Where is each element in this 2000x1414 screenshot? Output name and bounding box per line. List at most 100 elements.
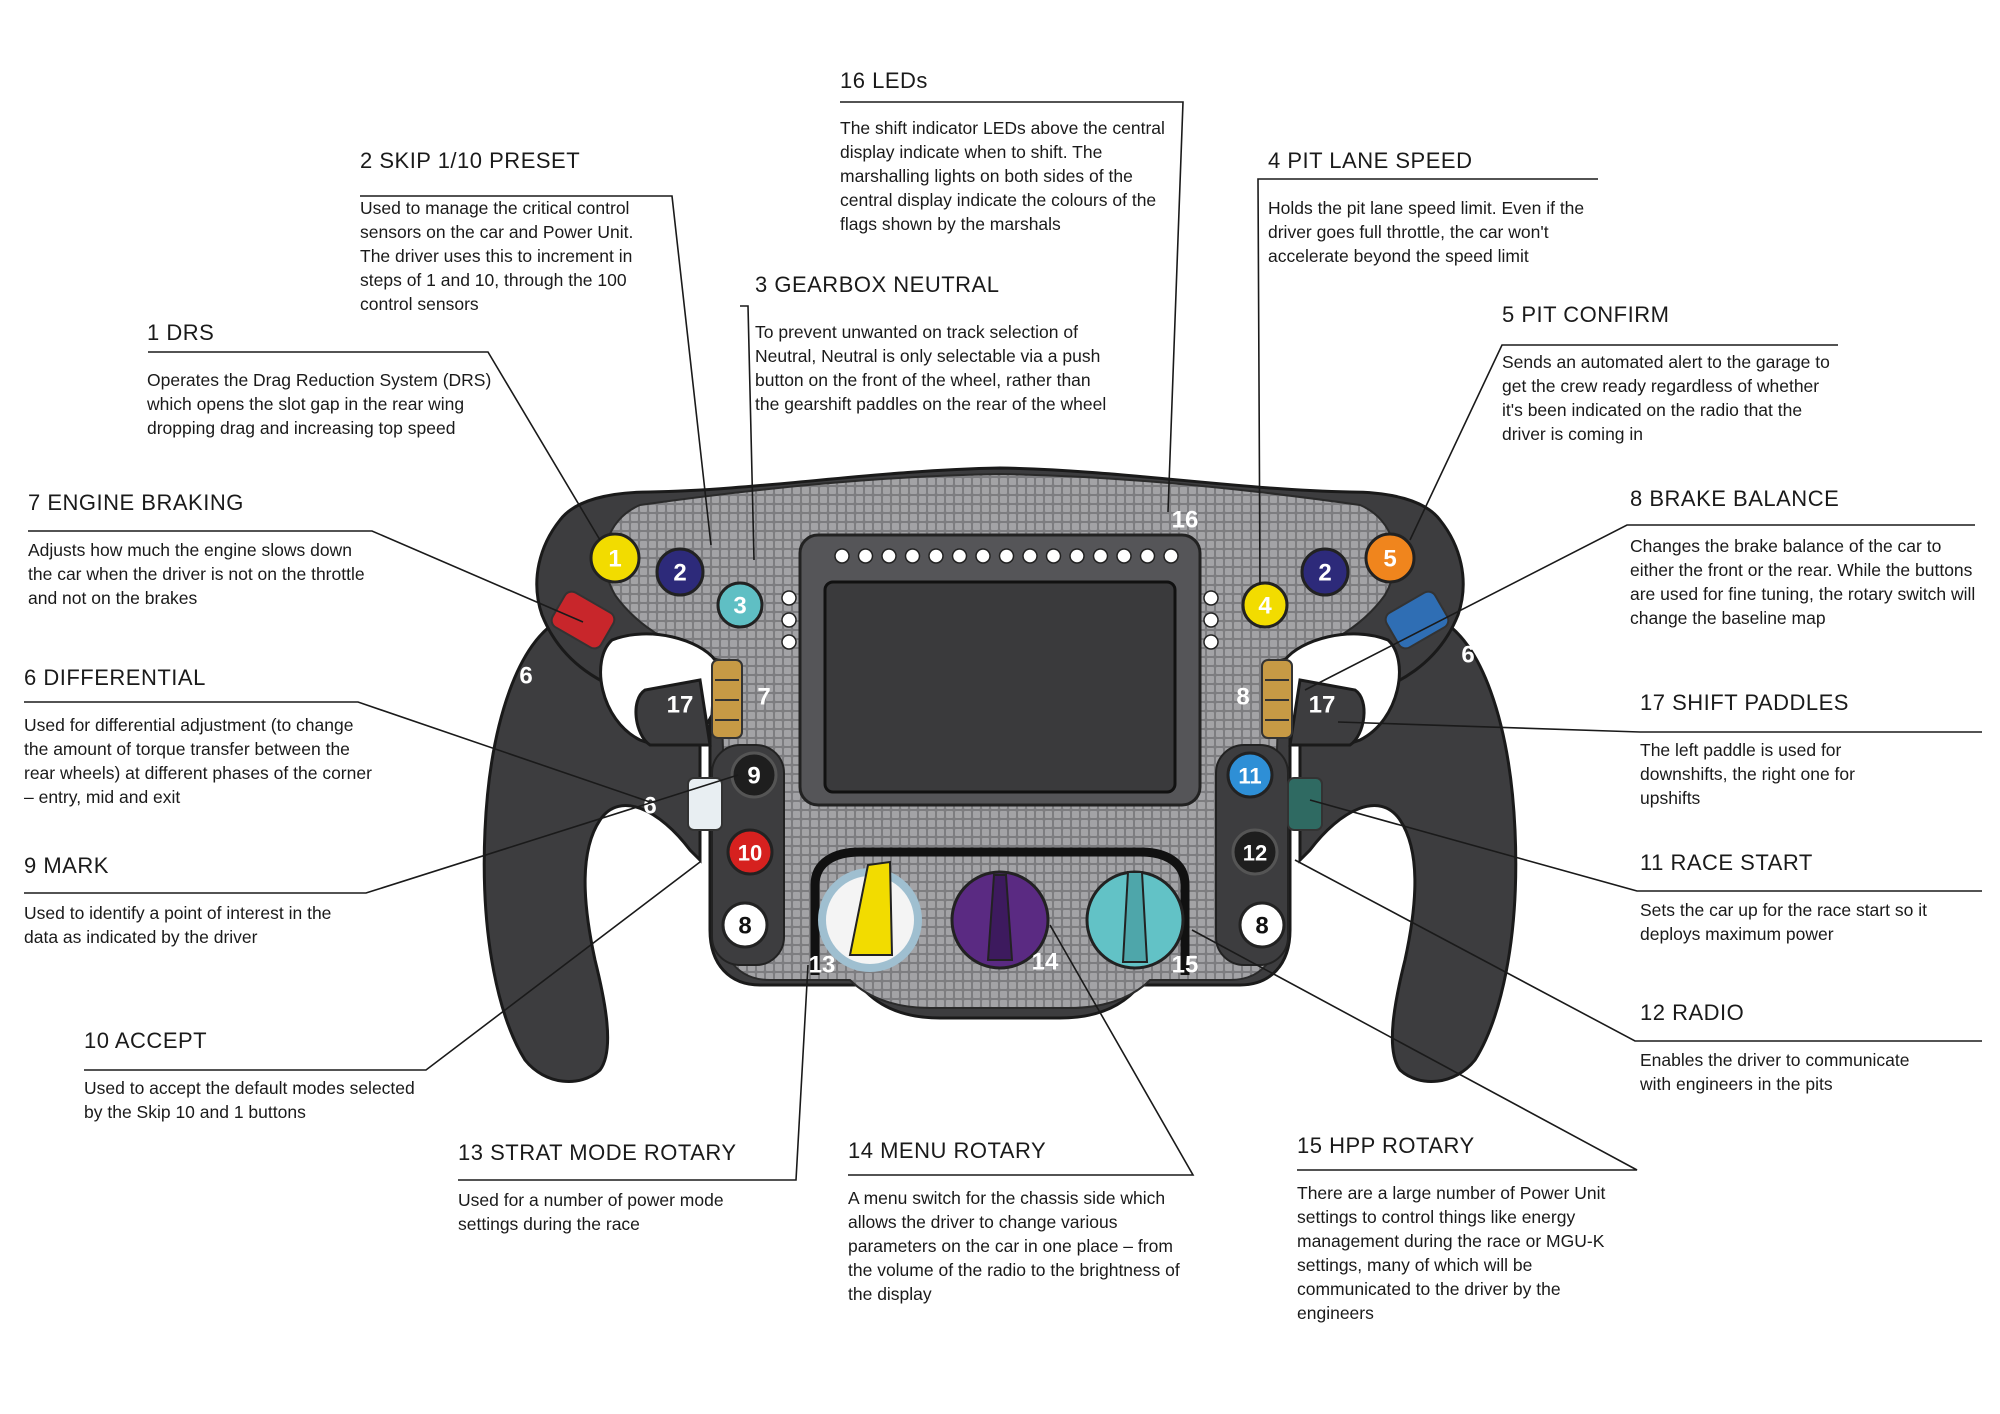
label-6-left: 6 — [643, 793, 656, 820]
shift-led — [1069, 548, 1085, 564]
strat-mode-rotary-13[interactable] — [818, 860, 922, 972]
shift-led — [881, 548, 897, 564]
label-10: 10 — [738, 841, 762, 866]
label-2-left: 2 — [673, 560, 686, 587]
differential-encoder-6-right[interactable] — [1383, 589, 1451, 652]
label-6-topleft: 6 — [519, 663, 532, 690]
callout-desc: Changes the brake balance of the car to … — [1630, 536, 1976, 628]
skip-button-2-left[interactable] — [655, 547, 705, 597]
shift-led — [951, 548, 968, 564]
callout-title: 6 DIFFERENTIAL — [24, 665, 206, 690]
callout-desc: Used for a number of power mode settings… — [458, 1190, 724, 1234]
marshalling-led — [1203, 634, 1219, 650]
label-1: 1 — [608, 546, 621, 573]
label-11: 11 — [1238, 764, 1261, 789]
shift-led — [975, 548, 991, 564]
callout-desc: Operates the Drag Reduction System (DRS)… — [147, 370, 492, 438]
callout-desc: There are a large number of Power Unit s… — [1297, 1183, 1606, 1323]
hpp-rotary-15[interactable] — [1085, 870, 1185, 970]
rotary-well — [810, 847, 1190, 975]
pit-confirm-button-5[interactable] — [1364, 532, 1416, 584]
shift-led — [928, 548, 944, 564]
callout-title: 11 RACE START — [1640, 850, 1813, 875]
callout-desc: Used to identify a point of interest in … — [24, 903, 332, 947]
callout-differential: 6 DIFFERENTIAL Used for differential adj… — [24, 665, 374, 809]
label-15: 15 — [1172, 952, 1199, 979]
button-8-right[interactable] — [1238, 901, 1286, 949]
callout-desc: Used to manage the critical control sens… — [360, 198, 634, 314]
race-start-encoder[interactable] — [1287, 777, 1323, 831]
callout-desc: Enables the driver to communicate with e… — [1640, 1050, 1910, 1094]
callout-desc: A menu switch for the chassis side which… — [848, 1188, 1180, 1304]
neutral-button-3[interactable] — [716, 581, 764, 629]
pit-lane-button-4[interactable] — [1241, 581, 1289, 629]
brake-balance-encoder-8[interactable] — [1261, 659, 1293, 739]
callout-desc: Sends an automated alert to the garage t… — [1502, 352, 1830, 444]
differential-encoder-6-topleft[interactable] — [549, 589, 617, 652]
callout-title: 10 ACCEPT — [84, 1028, 208, 1053]
central-display — [823, 580, 1177, 794]
callout-hpp: 15 HPP ROTARY There are a large number o… — [1297, 1133, 1627, 1325]
callout-desc: Adjusts how much the engine slows down t… — [28, 540, 365, 608]
callout-title: 2 SKIP 1/10 PRESET — [360, 148, 581, 173]
callout-menu: 14 MENU ROTARY A menu switch for the cha… — [848, 1138, 1193, 1306]
callout-title: 17 SHIFT PADDLES — [1640, 690, 1849, 715]
callout-title: 12 RADIO — [1640, 1000, 1745, 1025]
label-4: 4 — [1258, 593, 1272, 620]
race-start-button-11[interactable] — [1226, 751, 1274, 799]
shift-led-row — [834, 548, 1179, 564]
paddle-17-right — [1288, 678, 1366, 747]
mark-button-9[interactable] — [730, 751, 778, 799]
label-7: 7 — [757, 684, 770, 711]
callout-desc: Used for differential adjustment (to cha… — [24, 715, 372, 807]
label-3: 3 — [733, 593, 746, 620]
shift-led — [1092, 548, 1109, 564]
callout-radio: 12 RADIO Enables the driver to communica… — [1640, 1000, 1940, 1096]
label-17-right: 17 — [1309, 692, 1336, 719]
marshalling-led — [1203, 590, 1219, 606]
label-8-encoder: 8 — [1236, 684, 1249, 711]
callout-pitlane: 4 PIT LANE SPEED Holds the pit lane spee… — [1268, 148, 1618, 268]
callout-title: 8 BRAKE BALANCE — [1630, 486, 1840, 511]
shift-led — [1022, 548, 1038, 564]
engine-braking-encoder-7[interactable] — [711, 659, 743, 739]
label-2-right: 2 — [1318, 560, 1331, 587]
marshalling-led-columns — [781, 590, 1219, 650]
marshalling-led — [781, 590, 797, 606]
marshalling-led — [781, 634, 797, 650]
callout-title: 9 MARK — [24, 853, 109, 878]
menu-rotary-14[interactable] — [950, 870, 1050, 970]
label-8-left: 8 — [738, 913, 751, 940]
label-9: 9 — [747, 763, 760, 790]
callout-title: 15 HPP ROTARY — [1297, 1133, 1475, 1158]
callout-desc: Used to accept the default modes selecte… — [84, 1078, 415, 1122]
shift-led — [1116, 548, 1132, 564]
callout-brakebalance: 8 BRAKE BALANCE Changes the brake balanc… — [1630, 486, 1980, 630]
callout-desc: To prevent unwanted on track selection o… — [755, 322, 1107, 414]
callout-title: 16 LEDs — [840, 68, 928, 93]
callout-neutral: 3 GEARBOX NEUTRAL To prevent unwanted on… — [755, 272, 1110, 416]
callout-leds: 16 LEDs The shift indicator LEDs above t… — [840, 68, 1180, 236]
label-14: 14 — [1032, 949, 1059, 976]
callout-skip: 2 SKIP 1/10 PRESET Used to manage the cr… — [360, 148, 660, 316]
accept-button-10[interactable] — [726, 828, 774, 876]
callout-enginebraking: 7 ENGINE BRAKING Adjusts how much the en… — [28, 490, 378, 610]
button-8-left[interactable] — [721, 901, 769, 949]
leader-lines — [24, 101, 1982, 1181]
drs-button-1[interactable] — [589, 532, 641, 584]
callout-drs: 1 DRS Operates the Drag Reduction System… — [147, 320, 497, 440]
callout-desc: The left paddle is used for downshifts, … — [1640, 740, 1855, 808]
shift-led — [1139, 548, 1156, 564]
differential-encoder-6-left[interactable] — [687, 777, 723, 831]
callout-title: 7 ENGINE BRAKING — [28, 490, 244, 515]
skip-button-2-right[interactable] — [1300, 547, 1350, 597]
label-6-right: 6 — [1461, 642, 1474, 669]
label-16: 16 — [1172, 507, 1199, 534]
callout-title: 1 DRS — [147, 320, 215, 345]
callout-title: 5 PIT CONFIRM — [1502, 302, 1670, 327]
callout-title: 4 PIT LANE SPEED — [1268, 148, 1473, 173]
shift-led — [998, 548, 1015, 564]
label-12: 12 — [1243, 841, 1267, 866]
radio-button-12[interactable] — [1231, 828, 1279, 876]
